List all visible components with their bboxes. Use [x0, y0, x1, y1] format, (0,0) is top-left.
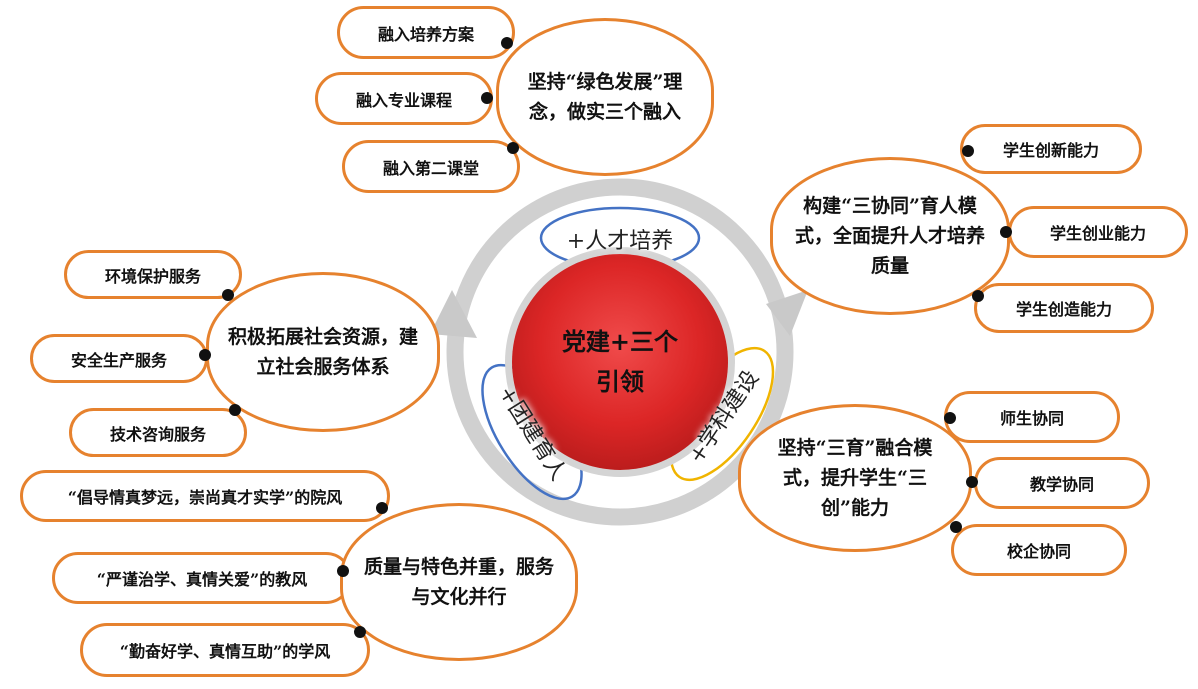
connector-dot — [962, 145, 974, 157]
leaf-label: 学生创造能力 — [1015, 300, 1112, 319]
node-quality-culture: 质量与特色并重，服务与文化并行 — [340, 503, 578, 661]
leaf-label: 融入第二课堂 — [382, 158, 479, 178]
tag-talent: +人才培养 — [566, 229, 674, 254]
node-social-resources: 积极拓展社会资源，建立社会服务体系 — [206, 272, 440, 432]
leaf-label: 教学协同 — [1029, 475, 1094, 494]
leaf-social-1: 环境保护服务 — [64, 250, 242, 299]
leaf-label: 学生创业能力 — [1049, 224, 1146, 243]
node-label: 坚持“三育”融合模式，提升学生“三创”能力 — [777, 437, 933, 519]
leaf-label: “勤奋好学、真情互助”的学风 — [119, 642, 331, 661]
leaf-three-edu-2: 教学协同 — [974, 457, 1150, 509]
node-green-development: 坚持“绿色发展”理念，做实三个融入 — [496, 18, 714, 176]
connector-dot — [199, 349, 211, 361]
node-label: 坚持“绿色发展”理念，做实三个融入 — [527, 71, 683, 123]
leaf-quality-2: “严谨治学、真情关爱”的教风 — [52, 552, 352, 604]
leaf-label: 融入培养方案 — [377, 24, 474, 44]
leaf-label: 校企协同 — [1006, 542, 1071, 561]
connector-dot — [481, 92, 493, 104]
node-label: 构建“三协同”育人模式，全面提升人才培养质量 — [794, 195, 985, 277]
connector-dot — [966, 476, 978, 488]
connector-dot — [229, 404, 241, 416]
node-label: 积极拓展社会资源，建立社会服务体系 — [227, 326, 418, 378]
node-three-synergy: 构建“三协同”育人模式，全面提升人才培养质量 — [770, 157, 1010, 315]
connector-dot — [507, 142, 519, 154]
ring-arrow-left — [430, 290, 477, 338]
center-line-1: 党建+三个 — [561, 327, 679, 356]
connector-dot — [222, 289, 234, 301]
center-line-2: 引领 — [595, 367, 644, 396]
leaf-synergy-1: 学生创新能力 — [960, 124, 1142, 174]
node-label: 质量与特色并重，服务与文化并行 — [363, 556, 554, 608]
leaf-label: 融入专业课程 — [355, 90, 452, 110]
leaf-label: 环境保护服务 — [104, 266, 201, 286]
connector-dot — [950, 521, 962, 533]
leaf-label: 学生创新能力 — [1002, 141, 1099, 160]
leaf-synergy-2: 学生创业能力 — [1008, 206, 1188, 258]
leaf-green-1: 融入培养方案 — [337, 6, 515, 59]
leaf-green-3: 融入第二课堂 — [342, 140, 520, 193]
leaf-social-2: 安全生产服务 — [30, 334, 208, 383]
node-three-education: 坚持“三育”融合模式，提升学生“三创”能力 — [738, 404, 972, 552]
connector-dot — [944, 412, 956, 424]
leaf-three-edu-1: 师生协同 — [944, 391, 1120, 443]
connector-dot — [972, 290, 984, 302]
leaf-label: “严谨治学、真情关爱”的教风 — [96, 570, 308, 589]
connector-dot — [376, 502, 388, 514]
ring-arrow-right — [766, 290, 808, 336]
center-core: 党建+三个 引领 — [512, 254, 728, 470]
leaf-label: 技术咨询服务 — [109, 424, 206, 444]
leaf-quality-1: “倡导情真梦远，崇尚真才实学”的院风 — [20, 470, 390, 522]
connector-dot — [1000, 226, 1012, 238]
ring-track — [446, 178, 794, 526]
connector-dot — [501, 37, 513, 49]
leaf-green-2: 融入专业课程 — [315, 72, 493, 125]
leaf-social-3: 技术咨询服务 — [69, 408, 247, 457]
leaf-label: 安全生产服务 — [70, 350, 167, 370]
leaf-three-edu-3: 校企协同 — [951, 524, 1127, 576]
leaf-label: “倡导情真梦远，崇尚真才实学”的院风 — [67, 488, 343, 507]
connector-dot — [354, 626, 366, 638]
leaf-quality-3: “勤奋好学、真情互助”的学风 — [80, 623, 370, 677]
leaf-synergy-3: 学生创造能力 — [974, 283, 1154, 333]
connector-dot — [337, 565, 349, 577]
leaf-label: 师生协同 — [999, 409, 1064, 428]
